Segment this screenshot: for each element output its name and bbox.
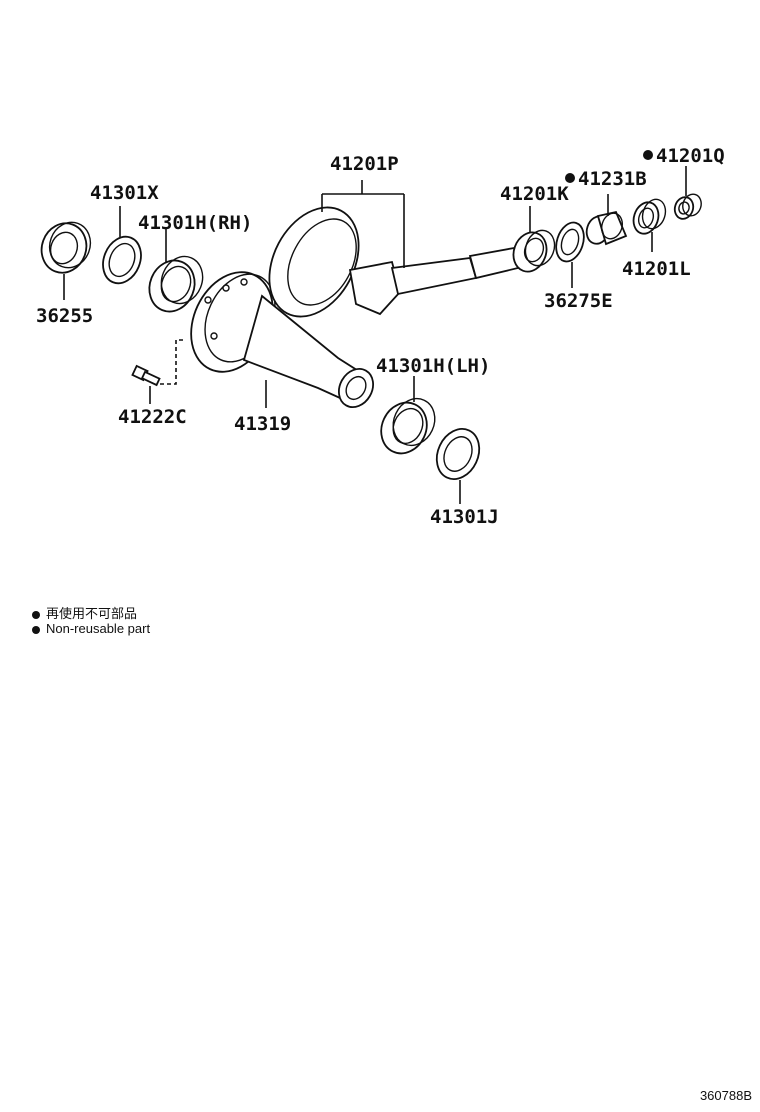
leader-41222C-dashed <box>160 339 186 385</box>
label-41201L: 41201L <box>622 258 691 280</box>
bearing-41301H-RH[interactable] <box>142 250 210 318</box>
shim-41301X[interactable] <box>96 231 147 289</box>
legend-english-text: Non-reusable part <box>46 621 151 636</box>
bearing-41201L[interactable] <box>630 196 669 237</box>
label-41301J: 41301J <box>430 506 499 528</box>
label-36275E: 36275E <box>544 290 613 312</box>
bullet-icon <box>32 610 40 619</box>
label-36255: 36255 <box>36 305 93 327</box>
seal-41231B[interactable] <box>583 210 628 247</box>
label-41301X: 41301X <box>90 182 159 204</box>
differential-case-41319[interactable] <box>176 259 380 414</box>
bullet-icon <box>32 625 40 634</box>
label-41222C: 41222C <box>118 406 187 428</box>
legend-japanese: 再使用不可部品 <box>32 603 137 622</box>
label-41201P: 41201P <box>330 153 399 175</box>
label-41231B: 41231B <box>578 168 647 190</box>
non-reusable-marker-41231B <box>565 173 575 183</box>
legend-japanese-text: 再使用不可部品 <box>46 606 138 621</box>
label-41201K: 41201K <box>500 183 569 205</box>
bearing-41201K[interactable] <box>508 226 559 276</box>
oil-seal-36255[interactable] <box>35 217 97 279</box>
spacer-36275E[interactable] <box>551 219 588 265</box>
shim-41301J[interactable] <box>429 422 487 486</box>
non-reusable-marker-41201Q <box>643 150 653 160</box>
nut-41201Q[interactable] <box>672 192 704 221</box>
legend-english: Non-reusable part <box>32 621 150 636</box>
ring-gear-pinion-41201P[interactable] <box>251 192 520 332</box>
bolt-41222C[interactable] <box>131 364 161 387</box>
label-41319: 41319 <box>234 413 291 435</box>
label-41301H-RH: 41301H(RH) <box>138 212 252 234</box>
figure-code: 360788B <box>699 1088 752 1103</box>
label-41201Q: 41201Q <box>656 145 725 167</box>
bearing-41301H-LH[interactable] <box>373 392 442 461</box>
label-41301H-LH: 41301H(LH) <box>376 355 490 377</box>
